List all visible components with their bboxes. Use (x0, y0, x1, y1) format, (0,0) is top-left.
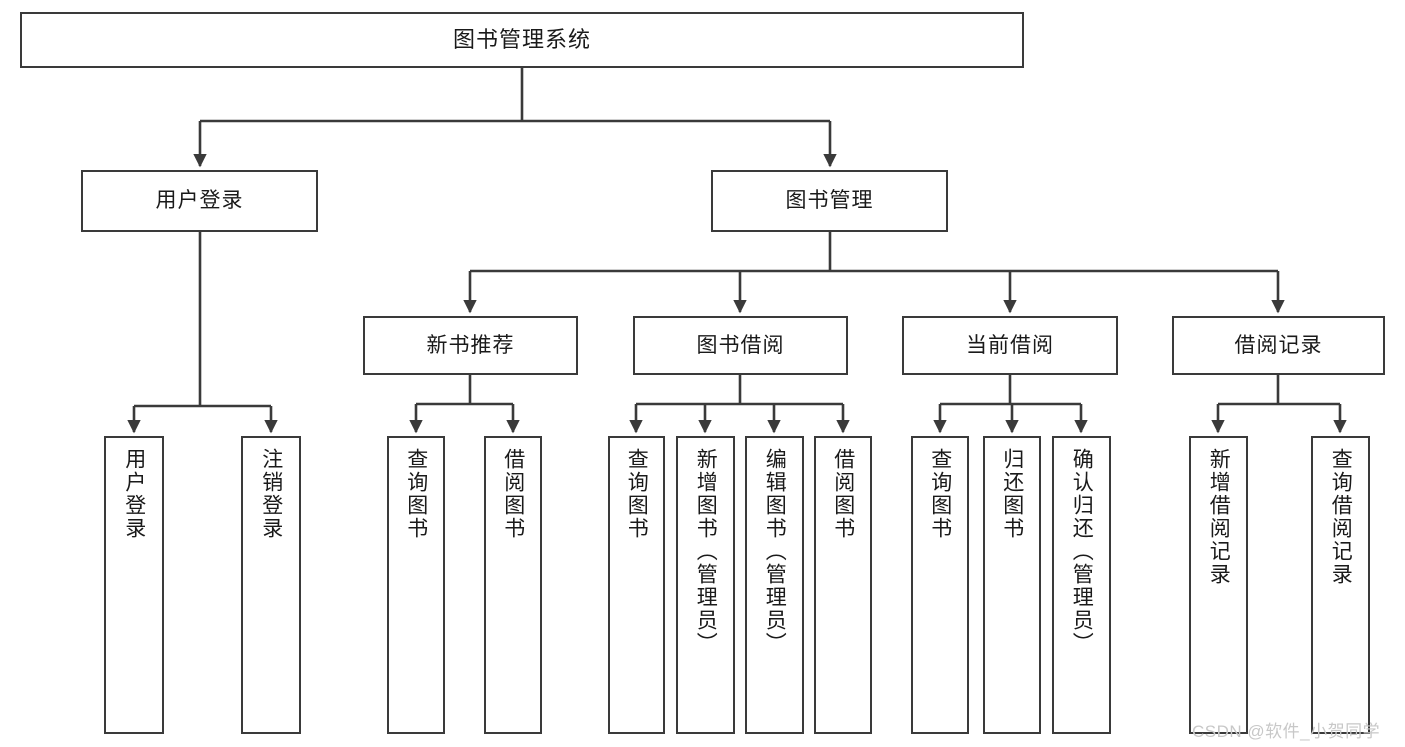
leaf-borrow-edit-book[interactable]: 编辑图书（管理员） (745, 436, 804, 734)
node-user-login-label: 用户登录 (155, 189, 244, 213)
node-root[interactable]: 图书管理系统 (20, 12, 1024, 68)
node-book-management[interactable]: 图书管理 (711, 170, 948, 232)
node-book-borrow-label: 图书借阅 (696, 333, 785, 357)
leaf-borrow-add-book[interactable]: 新增图书（管理员） (676, 436, 735, 734)
node-new-book-recommend[interactable]: 新书推荐 (363, 316, 578, 375)
leaf-borrow-lend-book[interactable]: 借阅图书 (814, 436, 872, 734)
leaf-user-logout-label: 注销登录 (259, 448, 283, 540)
node-new-book-recommend-label: 新书推荐 (426, 333, 515, 357)
leaf-record-add-record-label: 新增借阅记录 (1207, 448, 1231, 586)
leaf-current-return-book-label: 归还图书 (1000, 448, 1024, 540)
leaf-user-logout[interactable]: 注销登录 (241, 436, 301, 734)
node-root-label: 图书管理系统 (452, 26, 591, 52)
node-book-borrow[interactable]: 图书借阅 (633, 316, 848, 375)
leaf-newbook-borrow-book-label: 借阅图书 (501, 448, 525, 540)
leaf-current-confirm-return[interactable]: 确认归还（管理员） (1052, 436, 1111, 734)
leaf-borrow-edit-book-label: 编辑图书（管理员） (763, 448, 787, 655)
leaf-borrow-add-book-label: 新增图书（管理员） (694, 448, 718, 655)
leaf-current-confirm-return-label: 确认归还（管理员） (1070, 448, 1094, 655)
leaf-current-query-book[interactable]: 查询图书 (911, 436, 969, 734)
watermark: CSDN @软件_小贺同学 (1192, 722, 1381, 741)
leaf-borrow-lend-book-label: 借阅图书 (831, 448, 855, 540)
node-borrow-record[interactable]: 借阅记录 (1172, 316, 1385, 375)
leaf-borrow-query-book[interactable]: 查询图书 (608, 436, 665, 734)
node-current-borrow[interactable]: 当前借阅 (902, 316, 1118, 375)
leaf-record-query-record-label: 查询借阅记录 (1329, 448, 1353, 586)
leaf-record-query-record[interactable]: 查询借阅记录 (1311, 436, 1370, 734)
leaf-current-return-book[interactable]: 归还图书 (983, 436, 1041, 734)
leaf-record-add-record[interactable]: 新增借阅记录 (1189, 436, 1248, 734)
leaf-current-query-book-label: 查询图书 (928, 448, 952, 540)
leaf-user-login[interactable]: 用户登录 (104, 436, 164, 734)
leaf-newbook-borrow-book[interactable]: 借阅图书 (484, 436, 542, 734)
leaf-newbook-query-book[interactable]: 查询图书 (387, 436, 445, 734)
leaf-newbook-query-book-label: 查询图书 (404, 448, 428, 540)
leaf-borrow-query-book-label: 查询图书 (625, 448, 649, 540)
node-book-management-label: 图书管理 (785, 189, 874, 213)
leaf-user-login-label: 用户登录 (122, 448, 146, 540)
node-user-login[interactable]: 用户登录 (81, 170, 318, 232)
node-current-borrow-label: 当前借阅 (966, 333, 1054, 357)
node-borrow-record-label: 借阅记录 (1234, 333, 1323, 357)
